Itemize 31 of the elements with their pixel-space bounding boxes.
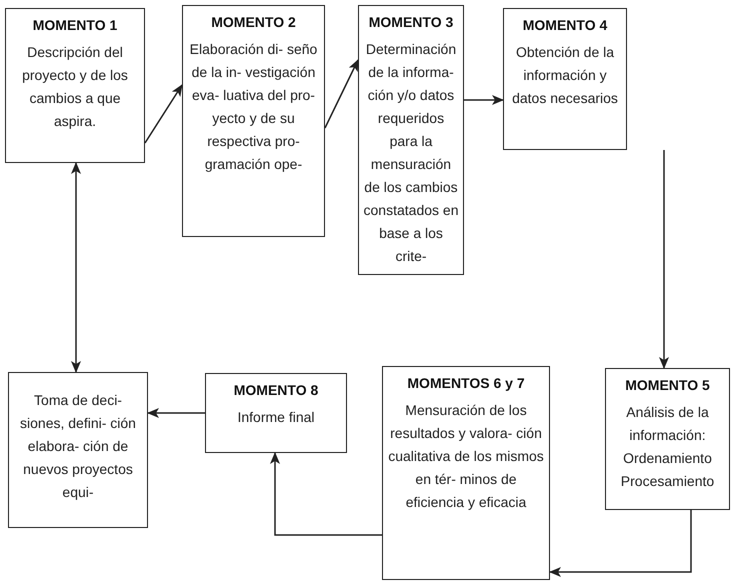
- box-heading: MOMENTOS 6 y 7: [407, 374, 525, 393]
- box-heading: MOMENTO 4: [522, 16, 608, 35]
- arrow: [144, 84, 183, 144]
- process-box: [605, 368, 730, 510]
- arrow: [549, 510, 692, 577]
- process-box: [5, 8, 145, 163]
- box-heading: MOMENTO 5: [625, 376, 710, 395]
- arrow: [71, 162, 81, 373]
- process-box: [382, 366, 550, 580]
- box-heading: MOMENTO 8: [234, 381, 318, 400]
- arrow: [659, 150, 669, 369]
- process-box: [8, 372, 148, 528]
- box-text: Informe final: [237, 408, 315, 427]
- process-box: [503, 8, 627, 150]
- box-text: Toma de deci- siones, defini- ción elabora- ción de nuevos proyectos equi-: [19, 391, 137, 502]
- box-text: Elaboración di- seño de la in- vestigación eva- luativa del pro- yecto y de su respectiva pro- gramación ope-: [188, 40, 318, 174]
- box-heading: MOMENTO 1: [32, 16, 118, 35]
- arrow: [464, 95, 504, 105]
- arrow: [147, 408, 205, 418]
- box-text: Determinación de la informa- ción y/o datos requeridos para la mensuración de los cambios constatados en base a los crite-: [363, 40, 459, 266]
- box-heading: MOMENTO 3: [368, 13, 454, 32]
- box-heading: MOMENTO 2: [211, 13, 296, 32]
- process-box: [358, 5, 464, 275]
- box-text: Descripción del proyecto y de los cambios a que aspira.: [21, 43, 129, 131]
- arrow: [270, 452, 382, 536]
- process-box: [182, 5, 325, 237]
- box-text: Obtención de la información y datos necesarios: [511, 43, 619, 108]
- box-text: Mensuración de los resultados y valora- ción cualitativa de los mismos en tér- minos de eficiencia y eficacia: [387, 401, 545, 512]
- box-text: Análisis de la información: Ordenamiento Procesamiento: [620, 403, 716, 491]
- arrow: [324, 59, 359, 128]
- process-box: [205, 373, 347, 453]
